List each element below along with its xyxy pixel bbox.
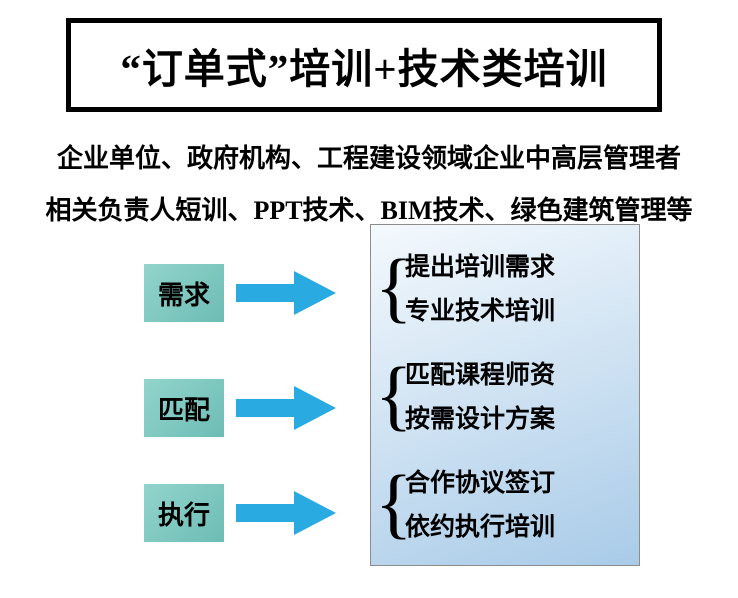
process-group-demand: { 提出培训需求 专业技术培训	[371, 241, 639, 333]
process-step: 提出培训需求	[405, 254, 556, 281]
right-arrow-icon	[236, 271, 336, 315]
right-arrow-icon	[236, 386, 336, 430]
process-panel: { 提出培训需求 专业技术培训 { 匹配课程师资 按需设计方案 { 合作协议签订…	[370, 224, 640, 566]
brace-icon: {	[375, 243, 413, 330]
process-step: 匹配课程师资	[405, 362, 556, 389]
right-arrow-icon	[236, 491, 336, 535]
process-group-execute: { 合作协议签订 依约执行培训	[371, 457, 639, 549]
group-lines: 匹配课程师资 按需设计方案	[401, 355, 555, 435]
stage-label: 执行	[157, 500, 210, 530]
stage-box-demand: 需求	[144, 264, 224, 322]
brace-icon: {	[375, 459, 413, 546]
process-step: 专业技术培训	[405, 298, 556, 325]
brace-icon: {	[375, 351, 413, 438]
stage-box-match: 匹配	[144, 379, 224, 437]
subtitle-line-2: 相关负责人短训、PPT技术、BIM技术、绿色建筑管理等	[45, 196, 693, 225]
process-step: 按需设计方案	[405, 406, 556, 433]
process-step: 合作协议签订	[405, 470, 556, 497]
stage-label: 匹配	[157, 395, 210, 425]
subtitle-line-1: 企业单位、政府机构、工程建设领域企业中高层管理者	[56, 144, 681, 173]
title-box: “订单式”培训+技术类培训	[66, 18, 662, 112]
process-step: 依约执行培训	[405, 514, 556, 541]
page-title: “订单式”培训+技术类培训	[120, 46, 608, 92]
stage-box-execute: 执行	[144, 484, 224, 542]
group-lines: 提出培训需求 专业技术培训	[401, 247, 555, 327]
process-group-match: { 匹配课程师资 按需设计方案	[371, 349, 639, 441]
group-lines: 合作协议签订 依约执行培训	[401, 463, 555, 543]
stage-label: 需求	[157, 280, 210, 310]
